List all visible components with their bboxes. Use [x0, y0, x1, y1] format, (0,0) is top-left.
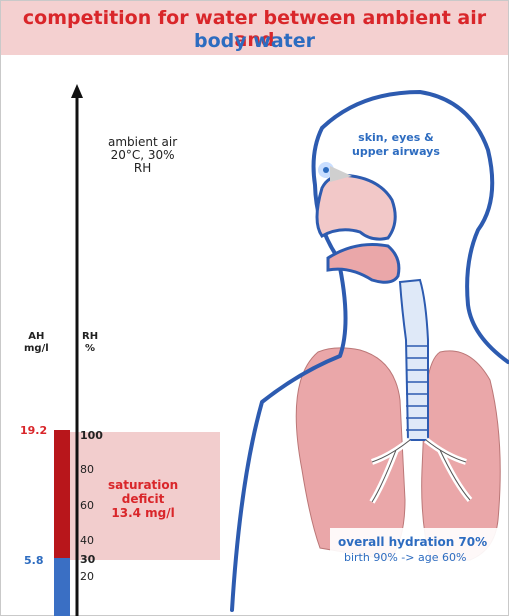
rh-tick-40: 40	[80, 534, 94, 547]
hydration-line-1: overall hydration 70%	[338, 535, 487, 549]
ambient-air-label: ambient air 20°C, 30% RH	[108, 136, 177, 175]
ah-bar-blue	[54, 558, 70, 616]
rh-tick-60: 60	[80, 499, 94, 512]
rh-tick-30: 30	[80, 553, 95, 566]
axis-arrow-icon	[71, 84, 83, 98]
rh-tick-80: 80	[80, 463, 94, 476]
rh-tick-20: 20	[80, 570, 94, 583]
trachea	[400, 280, 428, 440]
nasal-cavity	[317, 175, 395, 239]
ah-axis-label: AH mg/l	[24, 331, 49, 355]
ah-bar-red	[54, 430, 70, 558]
oral-cavity	[328, 245, 399, 283]
rh-tick-100: 100	[80, 429, 103, 442]
skin-eyes-airways-label: skin, eyes & upper airways	[352, 131, 440, 159]
hydration-line-2: birth 90% -> age 60%	[344, 551, 466, 564]
ah-value-low: 5.8	[24, 554, 44, 567]
saturation-deficit-label: saturation deficit 13.4 mg/l	[108, 478, 178, 520]
eye-icon	[323, 167, 329, 173]
rh-axis-label: RH %	[82, 331, 98, 355]
ah-value-high: 19.2	[20, 424, 47, 437]
